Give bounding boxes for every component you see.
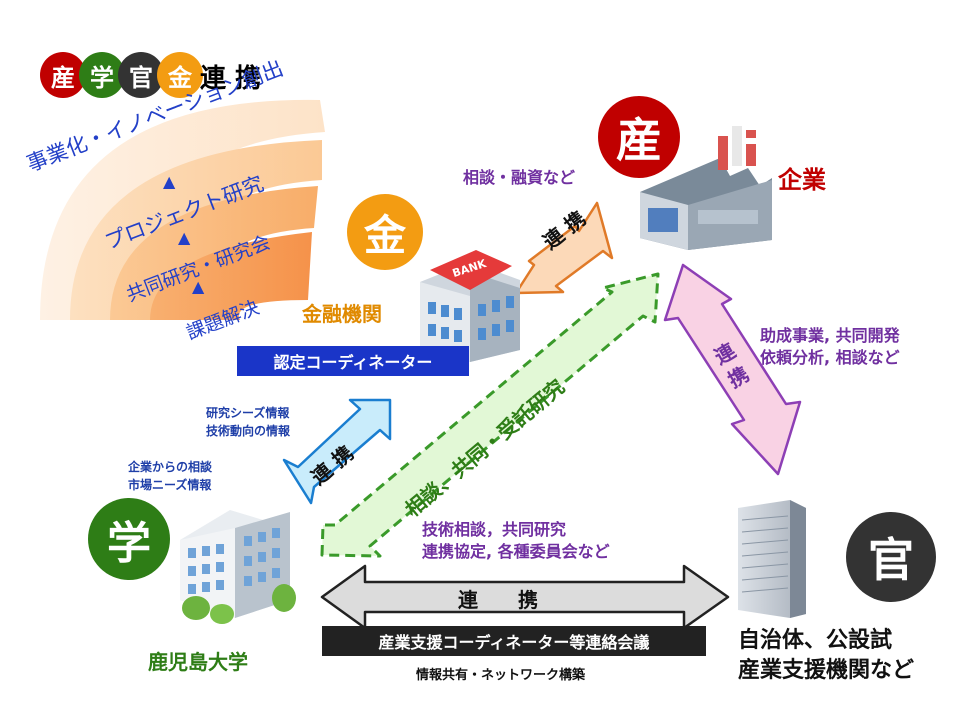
title-badge-academia: 学 [79,52,125,98]
stage-arrow-1: ▲ [163,172,176,191]
government-label-1: 自治体、公設試 [738,628,893,653]
academia-badge: 学 [88,498,170,580]
bank-illustration [420,250,520,362]
academia-seeds-note-2: 技術動向の情報 [206,424,291,438]
industry-label: 企業 [778,166,826,194]
bottom-note-1: 技術相談，共同研究 [422,520,567,539]
industry-badge: 産 [598,96,680,178]
bottom-note-2: 連携協定, 各種委員会など [422,542,610,561]
stage-arrow-2: ▲ [178,228,191,247]
company-needs-note-1: 企業からの相談 [128,460,213,474]
industry-government-arrow [663,263,802,476]
finance-industry-arrow [514,201,614,295]
title-badge-finance: 金 [157,52,203,98]
government-illustration [738,500,806,618]
academia-finance-arrow [282,398,392,505]
government-badge: 官 [846,512,936,602]
industry-government-note-2: 依頼分析, 相談など [760,348,900,367]
certified-coordinator-box: 認定コーディネーター [237,346,469,376]
factory-illustration [640,126,772,250]
academia-label: 鹿児島大学 [148,650,248,674]
government-label-2: 産業支援機関など [738,658,915,683]
academia-seeds-note-1: 研究シーズ情報 [206,406,290,420]
university-illustration [180,510,296,624]
stage-arc-1 [150,232,312,320]
company-needs-note-2: 市場ニーズ情報 [128,478,212,492]
finance-industry-note: 相談・融資など [463,168,576,187]
industry-government-note-1: 助成事業, 共同開発 [760,326,900,345]
meeting-box: 産業支援コーディネーター等連絡会議 [322,626,706,656]
finance-badge: 金 [347,194,423,270]
bottom-grey-arrow [320,564,730,630]
info-share-note: 情報共有・ネットワーク構築 [416,668,586,683]
title-badge-government: 官 [118,52,164,98]
finance-label: 金融機関 [302,302,382,326]
diagonal-research-arrow [320,272,660,558]
title-suffix: 連 携 [200,64,262,94]
stage-arrow-3: ▲ [192,277,205,296]
title-badge-industry: 産 [40,52,86,98]
bottom-renkei: 連 携 [458,588,538,612]
